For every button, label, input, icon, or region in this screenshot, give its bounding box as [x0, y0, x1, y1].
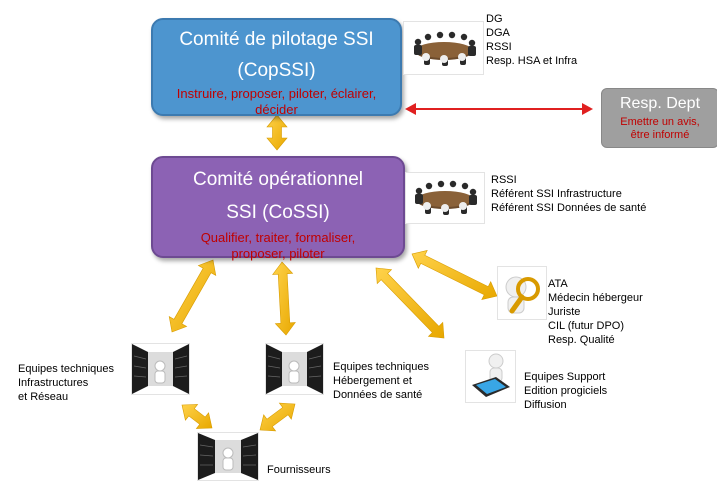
- team-hosting-line: Hébergement et: [333, 375, 412, 387]
- team-infra-label: Equipes techniques Infrastructures et Ré…: [18, 362, 114, 404]
- team-support-line: Diffusion: [524, 399, 567, 411]
- cossi-subtitle-line2: proposer, piloter: [231, 246, 325, 261]
- copssi-members: DG DGA RSSI Resp. HSA et Infra: [486, 12, 577, 68]
- cossi-member: Référent SSI Données de santé: [491, 202, 647, 214]
- resp-dept-box: Resp. Dept Emettre un avis, être informé: [601, 88, 717, 148]
- expert-members: ATA Médecin hébergeur Juriste CIL (futur…: [548, 277, 643, 347]
- team-infra-line: et Réseau: [18, 391, 69, 403]
- cossi-box: Comité opérationnel SSI (CoSSI) Qualifie…: [151, 156, 405, 261]
- team-support-line: Edition progiciels: [524, 385, 608, 397]
- cossi-members: RSSI Référent SSI Infrastructure Référen…: [491, 173, 646, 215]
- copssi-title-line2: (CopSSI): [237, 60, 316, 81]
- expert-member: Juriste: [548, 306, 581, 318]
- team-hosting-label: Equipes techniques Hébergement et Donnée…: [333, 360, 429, 402]
- resp-dept-subtitle-line2: être informé: [630, 129, 690, 141]
- double-arrow: [375, 267, 445, 339]
- copssi-member: RSSI: [486, 41, 512, 53]
- double-arrow: [259, 402, 296, 432]
- double-arrow: [181, 404, 213, 429]
- resp-dept-subtitle-line1: Emettre un avis,: [620, 116, 700, 128]
- server-room-icon: [197, 432, 259, 481]
- double-arrow: [272, 261, 296, 336]
- copssi-subtitle-line1: Instruire, proposer, piloter, éclairer,: [176, 86, 377, 101]
- copssi-member: DGA: [486, 27, 510, 39]
- cossi-subtitle-line1: Qualifier, traiter, formaliser,: [200, 230, 356, 245]
- cossi-title-line1: Comité opérationnel: [192, 169, 364, 190]
- meeting-table-icon: [405, 172, 485, 224]
- resp-dept-title: Resp. Dept: [619, 95, 701, 112]
- suppliers-line: Fournisseurs: [267, 464, 331, 476]
- tablet-person-icon: [465, 350, 516, 403]
- team-infra-line: Infrastructures: [18, 377, 89, 389]
- team-support-label: Equipes Support Edition progiciels Diffu…: [524, 370, 607, 412]
- copssi-box: Comité de pilotage SSI (CopSSI) Instruir…: [151, 18, 402, 117]
- team-hosting-line: Données de santé: [333, 389, 423, 401]
- cossi-member: RSSI: [491, 174, 517, 186]
- team-hosting-line: Equipes techniques: [333, 361, 430, 373]
- red-arrow: [405, 103, 593, 115]
- expert-member: ATA: [548, 278, 568, 290]
- expert-member: Médecin hébergeur: [548, 292, 643, 304]
- copssi-title-line1: Comité de pilotage SSI: [179, 29, 374, 50]
- expert-member: Resp. Qualité: [548, 334, 615, 346]
- expert-member: CIL (futur DPO): [548, 320, 624, 332]
- double-arrow: [168, 259, 217, 333]
- meeting-table-icon: [403, 21, 484, 75]
- cossi-member: Référent SSI Infrastructure: [491, 188, 622, 200]
- team-infra-line: Equipes techniques: [18, 363, 115, 375]
- copssi-member: Resp. HSA et Infra: [486, 55, 578, 67]
- team-support-line: Equipes Support: [524, 371, 606, 383]
- double-arrow: [266, 114, 288, 151]
- suppliers-label: Fournisseurs: [267, 463, 331, 477]
- cossi-title-line2: SSI (CoSSI): [226, 202, 330, 223]
- double-arrow: [411, 249, 498, 301]
- server-room-icon: [265, 343, 324, 395]
- magnifier-person-icon: [497, 266, 547, 320]
- copssi-subtitle-line2: décider: [255, 102, 298, 117]
- copssi-member: DG: [486, 13, 503, 25]
- server-room-icon: [131, 343, 190, 395]
